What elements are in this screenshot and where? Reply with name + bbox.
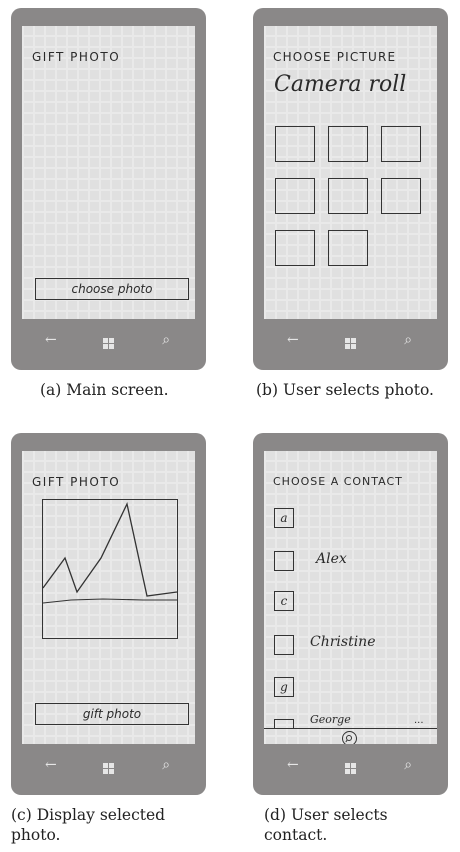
caption-d-line2: contact. [264,826,328,844]
back-icon[interactable]: ← [286,757,299,773]
back-icon[interactable]: ← [44,757,57,773]
mountain-sketch-icon [43,502,177,604]
phone-panel-a: GIFT PHOTO choose photo ← ⌕ [11,8,206,370]
page-title: GIFT PHOTO [32,50,121,64]
caption-c: (c) Display selected photo. [11,805,165,845]
app-bar-more-icon[interactable]: ... [414,715,424,726]
page-title: CHOOSE PICTURE [273,50,397,64]
photo-thumbnail[interactable] [381,178,421,214]
selected-photo [42,499,178,639]
photo-thumbnail[interactable] [275,230,315,266]
nav-bar: ← ⌕ [22,751,195,779]
contact-name[interactable]: George [310,713,351,726]
photo-thumbnail[interactable] [328,230,368,266]
choose-photo-button[interactable]: choose photo [35,278,189,300]
photo-thumbnail[interactable] [328,178,368,214]
caption-c-line2: photo. [11,826,61,844]
screen-choose-picture: CHOOSE PICTURE Camera roll [264,26,437,319]
search-icon[interactable]: ⌕ [404,332,413,348]
back-icon[interactable]: ← [286,332,299,348]
photo-thumbnail[interactable] [275,126,315,162]
search-icon[interactable]: ⌕ [404,757,413,773]
contact-name[interactable]: Christine [310,634,376,650]
caption-a: (a) Main screen. [40,381,169,399]
windows-start-icon[interactable] [93,331,123,349]
caption-d: (d) User selects contact. [264,805,388,845]
photo-thumbnail[interactable] [381,126,421,162]
nav-bar: ← ⌕ [264,326,437,354]
contact-avatar[interactable] [274,719,294,728]
caption-c-line1: (c) Display selected [11,806,166,824]
search-icon[interactable]: ⌕ [162,757,171,773]
contact-name[interactable]: Alex [316,551,347,567]
photo-thumbnail[interactable] [275,178,315,214]
page-title: GIFT PHOTO [32,475,121,489]
gift-photo-button[interactable]: gift photo [35,703,189,725]
photo-thumbnail[interactable] [328,126,368,162]
nav-bar: ← ⌕ [22,326,195,354]
contact-avatar[interactable] [274,551,294,571]
windows-start-icon[interactable] [335,331,365,349]
letter-tile-g[interactable]: g [274,677,294,697]
screen-main: GIFT PHOTO choose photo [22,26,195,319]
windows-start-icon[interactable] [93,756,123,774]
screen-choose-contact: CHOOSE A CONTACT a Alex c Christine g Ge… [264,451,437,744]
caption-d-line1: (d) User selects [264,806,388,824]
letter-tile-a[interactable]: a [274,508,294,528]
caption-b: (b) User selects photo. [256,381,434,399]
windows-start-icon[interactable] [335,756,365,774]
search-icon[interactable] [342,731,357,744]
search-icon[interactable]: ⌕ [162,332,171,348]
screen-display-photo: GIFT PHOTO gift photo [22,451,195,744]
back-icon[interactable]: ← [44,332,57,348]
phone-panel-b: CHOOSE PICTURE Camera roll ← ⌕ [253,8,448,370]
phone-panel-d: CHOOSE A CONTACT a Alex c Christine g Ge… [253,433,448,795]
page-title: CHOOSE A CONTACT [273,475,403,488]
camera-roll-heading: Camera roll [274,72,407,97]
nav-bar: ← ⌕ [264,751,437,779]
app-bar-divider [264,728,437,729]
contact-avatar[interactable] [274,635,294,655]
phone-panel-c: GIFT PHOTO gift photo ← ⌕ [11,433,206,795]
letter-tile-c[interactable]: c [274,591,294,611]
